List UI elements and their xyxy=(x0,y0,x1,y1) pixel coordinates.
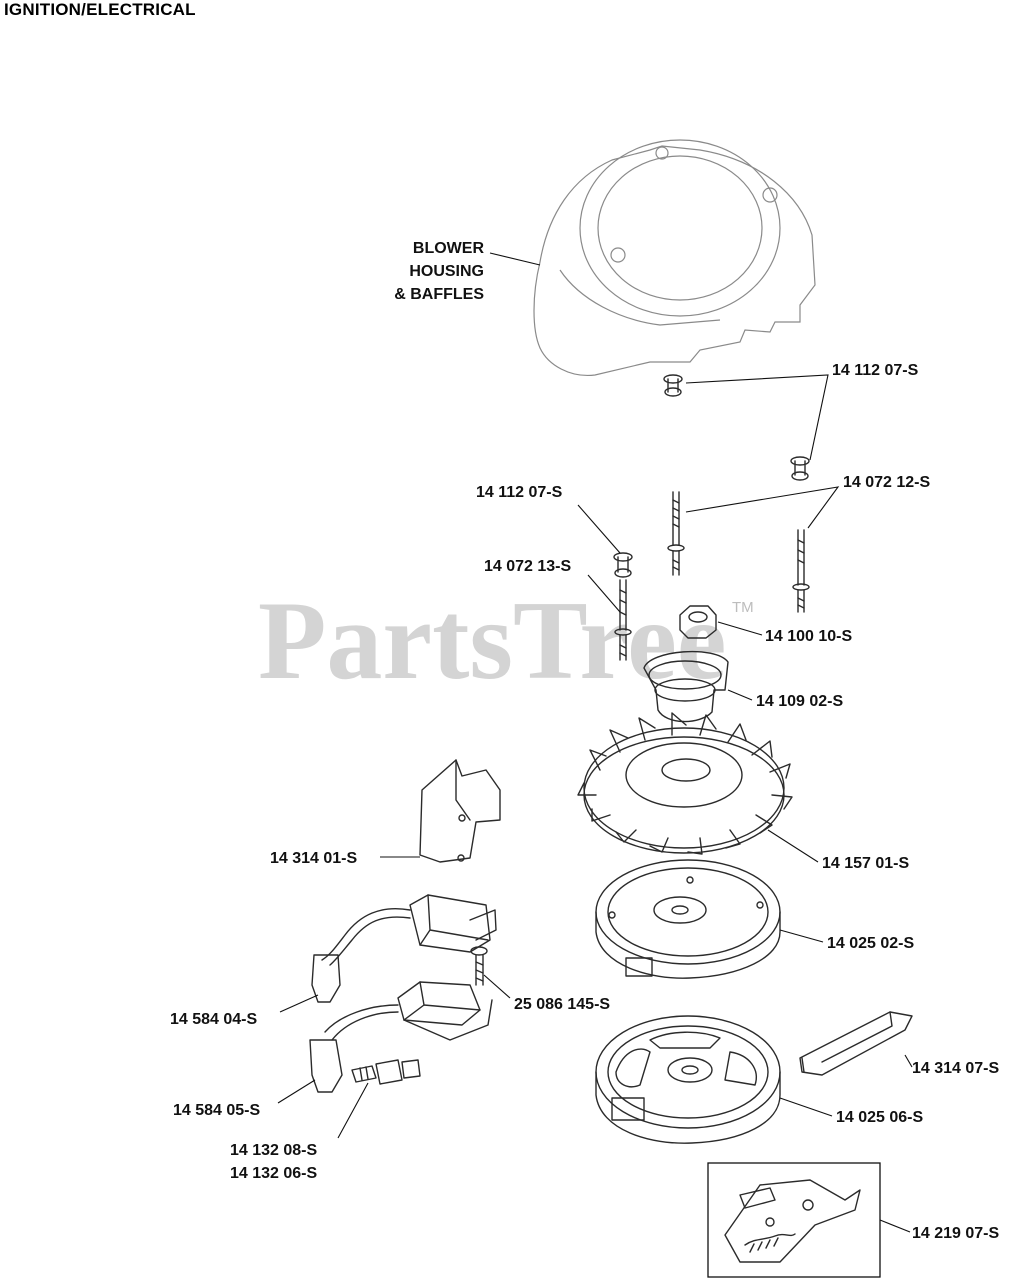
coil-screw-drawing xyxy=(470,946,488,986)
stud-drawing-2 xyxy=(792,529,810,613)
watermark: PartsTree TM xyxy=(258,579,754,703)
callout-stop-switch: 14 219 07-S xyxy=(912,1225,1000,1242)
stop-switch-drawing xyxy=(707,1162,881,1278)
stud-drawing-3 xyxy=(614,579,632,661)
callout-spark-plug-line2: 14 132 06-S xyxy=(230,1165,318,1182)
callout-flywheel-a: 14 025 02-S xyxy=(827,935,915,952)
callout-flywheel-b: 14 025 06-S xyxy=(836,1109,924,1126)
blower-housing-drawing xyxy=(533,139,816,377)
flywheel-nut-drawing xyxy=(679,605,717,639)
coil-a-drawing xyxy=(311,894,497,1003)
sleeve-drawing-2 xyxy=(790,456,810,481)
callout-blower-housing-line3: & BAFFLES xyxy=(394,286,484,303)
flywheel-a-drawing xyxy=(595,859,781,979)
callout-coil-screw: 25 086 145-S xyxy=(514,996,610,1013)
fan-drawing xyxy=(577,712,793,855)
callout-coil-a: 14 584 04-S xyxy=(170,1011,258,1028)
callout-bracket: 14 314 01-S xyxy=(270,850,358,867)
flywheel-b-drawing xyxy=(595,1015,781,1144)
callout-stud-pair: 14 072 12-S xyxy=(843,474,931,491)
bracket-drawing xyxy=(419,759,501,863)
spark-plug-drawing xyxy=(351,1059,421,1085)
callout-fan: 14 157 01-S xyxy=(822,855,910,872)
page-title: IGNITION/ELECTRICAL xyxy=(4,0,196,19)
callout-sleeve-top: 14 112 07-S xyxy=(832,362,919,379)
coil-b-drawing xyxy=(309,981,493,1093)
callout-key: 14 314 07-S xyxy=(912,1060,1000,1077)
sleeve-drawing-3 xyxy=(613,552,633,578)
callout-spark-plug-line1: 14 132 08-S xyxy=(230,1142,318,1159)
callout-blower-housing-line2: HOUSING xyxy=(409,263,484,280)
callout-starter-cup: 14 109 02-S xyxy=(756,693,844,710)
callout-sleeve-left: 14 112 07-S xyxy=(476,484,563,501)
callout-labels: BLOWER HOUSING & BAFFLES 14 112 07-S 14 … xyxy=(170,240,1000,1242)
stud-drawing-1 xyxy=(667,491,685,576)
key-drawing xyxy=(799,1011,913,1076)
starter-cup-drawing xyxy=(643,650,729,723)
callout-blower-housing-line1: BLOWER xyxy=(413,240,485,257)
callout-flywheel-nut: 14 100 10-S xyxy=(765,628,853,645)
sleeve-drawing-1 xyxy=(663,374,683,397)
watermark-trademark: TM xyxy=(732,599,754,616)
leader-lines xyxy=(277,252,913,1233)
callout-coil-b: 14 584 05-S xyxy=(173,1102,261,1119)
callout-stud-single: 14 072 13-S xyxy=(484,558,572,575)
watermark-brand: PartsTree xyxy=(258,579,727,703)
